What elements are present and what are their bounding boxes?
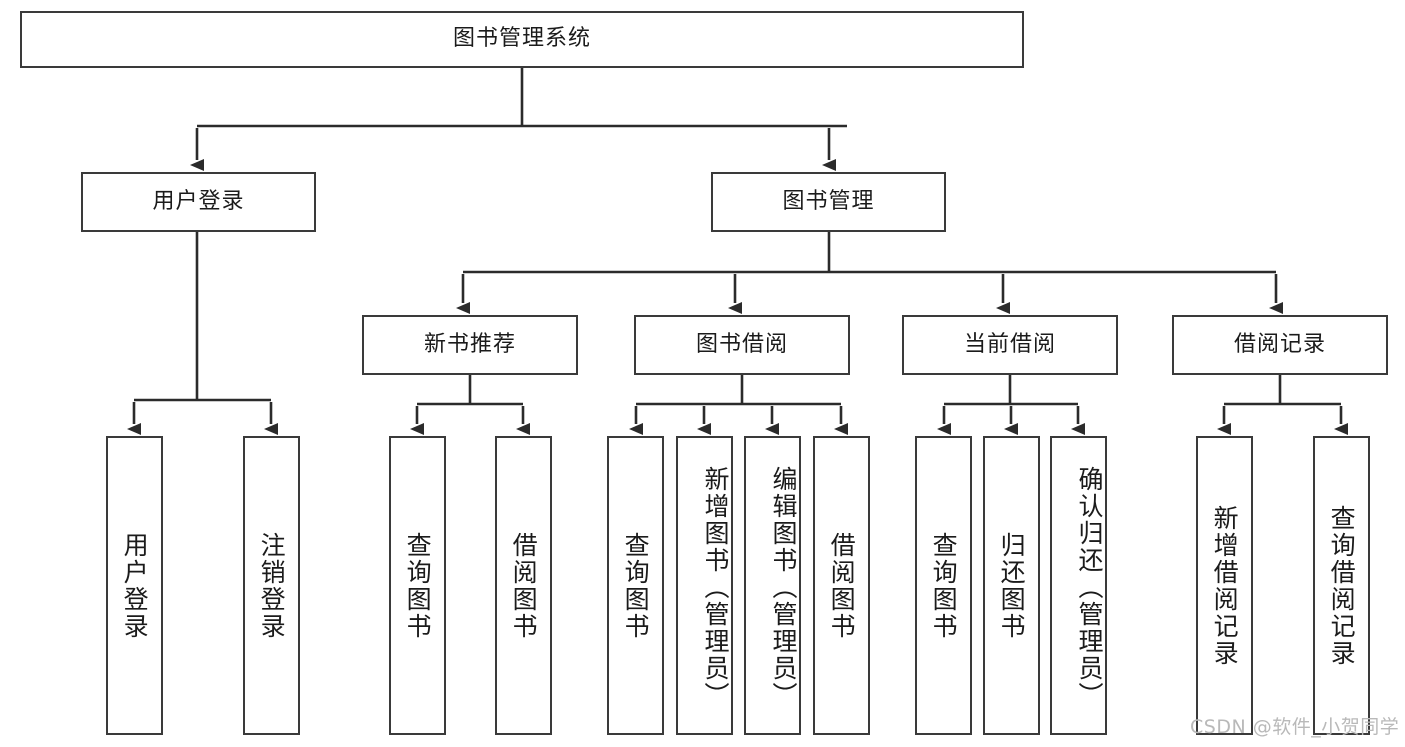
node-label: 借阅记录 [1233, 331, 1326, 357]
node-label: 查询图书 [621, 531, 651, 640]
node-label: 用户登录 [120, 531, 150, 640]
node-leaf-confirm-return-admin[interactable]: 确认归还（管理员） [1050, 436, 1107, 735]
node-leaf-user-login[interactable]: 用户登录 [106, 436, 163, 735]
node-leaf-edit-book-admin[interactable]: 编辑图书（管理员） [744, 436, 801, 735]
node-user-login[interactable]: 用户登录 [81, 172, 316, 232]
node-new-book-recommend[interactable]: 新书推荐 [362, 315, 578, 375]
node-book-borrow[interactable]: 图书借阅 [634, 315, 850, 375]
node-label: 注销登录 [257, 531, 287, 640]
node-label: 新增借阅记录 [1210, 504, 1240, 667]
node-leaf-query-book-borrow[interactable]: 查询图书 [607, 436, 664, 735]
node-leaf-query-borrow-record[interactable]: 查询借阅记录 [1313, 436, 1370, 735]
node-leaf-borrow-book[interactable]: 借阅图书 [813, 436, 870, 735]
node-leaf-borrow-book-recommend[interactable]: 借阅图书 [495, 436, 552, 735]
node-label: 新书推荐 [423, 331, 516, 357]
node-label: 确认归还（管理员） [1075, 466, 1104, 709]
node-label: 当前借阅 [963, 331, 1056, 357]
node-label: 新增图书（管理员） [701, 466, 730, 709]
node-label: 查询图书 [403, 531, 433, 640]
node-label: 图书管理 [782, 188, 875, 214]
node-book-management[interactable]: 图书管理 [711, 172, 946, 232]
node-label: 归还图书 [997, 531, 1027, 640]
node-label: 用户登录 [152, 188, 245, 214]
node-leaf-add-book-admin[interactable]: 新增图书（管理员） [676, 436, 733, 735]
node-label: 借阅图书 [827, 531, 857, 640]
node-label: 查询借阅记录 [1327, 504, 1357, 667]
node-label: 图书借阅 [695, 331, 788, 357]
node-leaf-query-book-recommend[interactable]: 查询图书 [389, 436, 446, 735]
node-root-book-management-system[interactable]: 图书管理系统 [20, 11, 1024, 68]
node-leaf-return-book[interactable]: 归还图书 [983, 436, 1040, 735]
node-leaf-logout[interactable]: 注销登录 [243, 436, 300, 735]
node-label: 编辑图书（管理员） [769, 466, 798, 709]
node-label: 图书管理系统 [452, 26, 591, 52]
node-current-borrow[interactable]: 当前借阅 [902, 315, 1118, 375]
node-label: 借阅图书 [509, 531, 539, 640]
node-label: 查询图书 [929, 531, 959, 640]
node-leaf-add-borrow-record[interactable]: 新增借阅记录 [1196, 436, 1253, 735]
node-borrow-record[interactable]: 借阅记录 [1172, 315, 1388, 375]
node-leaf-query-book-current[interactable]: 查询图书 [915, 436, 972, 735]
